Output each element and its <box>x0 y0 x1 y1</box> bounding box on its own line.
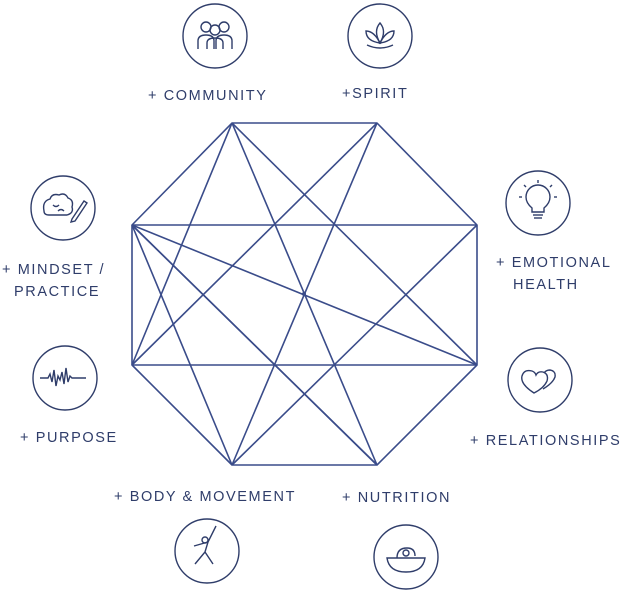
bowl-icon <box>371 522 441 592</box>
label-mindset-line1: + MINDSET / <box>2 262 106 278</box>
lightbulb-icon <box>503 168 573 238</box>
label-emotional-health-line1: + EMOTIONAL <box>496 255 612 271</box>
center-dot <box>302 292 306 296</box>
label-community: + COMMUNITY <box>148 88 268 104</box>
label-body-movement: + BODY & MOVEMENT <box>114 489 297 505</box>
label-spirit: +SPIRIT <box>342 86 409 102</box>
label-emotional-health-line2: HEALTH <box>513 277 579 293</box>
star-line <box>131 224 378 466</box>
star-line <box>131 122 233 366</box>
star-line <box>131 224 233 466</box>
brain-pencil-icon <box>28 173 98 243</box>
label-relationships: + RELATIONSHIPS <box>470 433 622 449</box>
people-group-icon <box>180 1 250 71</box>
label-nutrition: + NUTRITION <box>342 490 452 506</box>
lotus-icon <box>345 1 415 71</box>
hearts-icon <box>505 345 575 415</box>
star-line <box>231 122 478 366</box>
label-purpose: + PURPOSE <box>20 430 118 446</box>
waveform-icon <box>30 343 100 413</box>
star-line <box>231 224 478 466</box>
yoga-pose-icon <box>172 516 242 586</box>
label-mindset-line2: PRACTICE <box>14 284 101 300</box>
star-line <box>131 122 378 366</box>
